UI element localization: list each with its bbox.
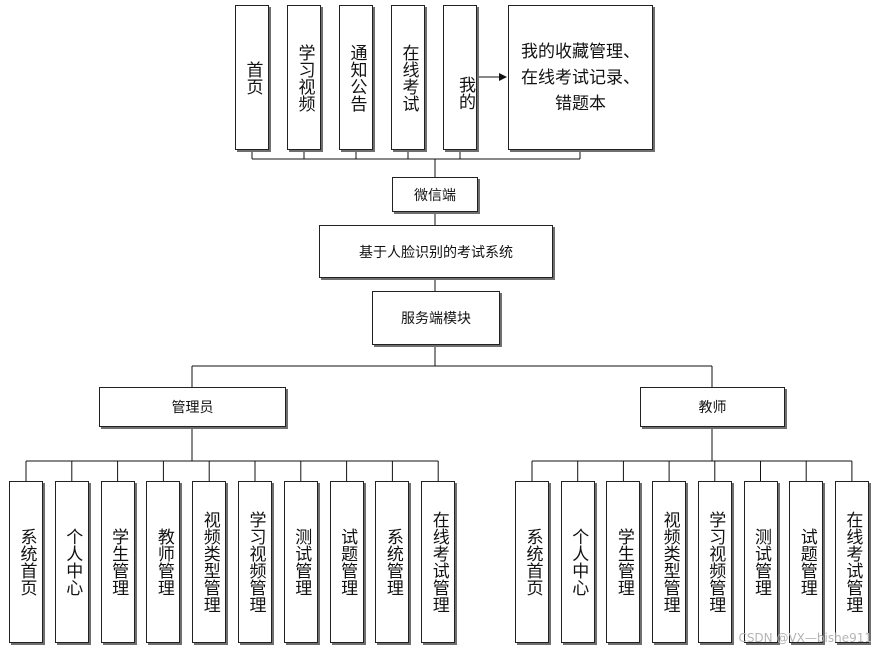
- admin-function-label: 学习视频管理: [245, 511, 266, 613]
- teacher-function-box: 学习视频管理: [697, 481, 732, 643]
- admin-function-label: 教师管理: [153, 528, 174, 596]
- teacher-function-box: 在线考试管理: [834, 481, 869, 643]
- teacher-function-box: 学生管理: [606, 481, 641, 643]
- system-label: 基于人脸识别的考试系统: [359, 244, 513, 261]
- admin-function-box: 在线考试管理: [421, 481, 456, 643]
- top-module-label: 首页: [242, 60, 263, 95]
- admin-function-box: 系统首页: [9, 481, 43, 643]
- watermark: CSDN @VX—bishe911: [738, 631, 872, 645]
- teacher-label: 教师: [698, 400, 727, 416]
- wechat-box: 微信端: [392, 177, 478, 212]
- admin-function-label: 系统首页: [16, 528, 37, 596]
- teacher-function-label: 试题管理: [796, 528, 817, 596]
- teacher-function-label: 系统首页: [522, 528, 543, 596]
- admin-function-box: 教师管理: [146, 481, 181, 643]
- admin-function-label: 在线考试管理: [428, 511, 449, 613]
- teacher-function-label: 学习视频管理: [705, 511, 726, 613]
- teacher-function-label: 在线考试管理: [842, 511, 863, 613]
- teacher-function-label: 学生管理: [613, 528, 634, 596]
- teacher-function-label: 测试管理: [751, 528, 771, 596]
- top-module-label: 我的: [455, 75, 475, 110]
- service-label: 服务端模块: [401, 311, 471, 327]
- admin-box: 管理员: [99, 387, 286, 427]
- admin-function-box: 视频类型管理: [192, 481, 227, 643]
- my-detail-label: 我的收藏管理、在线考试记录、错题本: [521, 41, 640, 114]
- service-box: 服务端模块: [372, 291, 500, 345]
- admin-function-box: 学生管理: [100, 481, 135, 643]
- top-module-online-exam: 在线考试: [391, 5, 425, 150]
- admin-function-label: 个人中心: [62, 528, 83, 596]
- teacher-function-box: 试题管理: [789, 481, 824, 643]
- teacher-function-box: 测试管理: [743, 481, 778, 643]
- top-module-label: 学习视频: [294, 43, 315, 112]
- top-module-home: 首页: [235, 5, 269, 150]
- admin-function-label: 系统管理: [382, 528, 403, 596]
- top-module-mine: 我的: [443, 5, 477, 150]
- admin-label: 管理员: [171, 400, 214, 416]
- top-module-notice: 通知公告: [339, 5, 373, 150]
- teacher-function-box: 系统首页: [515, 481, 549, 643]
- wechat-label: 微信端: [414, 187, 456, 204]
- my-detail-box: 我的收藏管理、在线考试记录、错题本: [508, 5, 653, 150]
- teacher-function-label: 个人中心: [568, 528, 589, 596]
- admin-function-label: 测试管理: [291, 528, 312, 596]
- admin-function-box: 试题管理: [329, 481, 364, 643]
- admin-function-label: 视频类型管理: [199, 511, 220, 613]
- teacher-function-label: 视频类型管理: [659, 511, 680, 613]
- teacher-function-box: 个人中心: [560, 481, 595, 643]
- admin-function-label: 试题管理: [337, 528, 358, 596]
- admin-function-box: 学习视频管理: [238, 481, 272, 643]
- admin-function-label: 学生管理: [108, 528, 129, 596]
- admin-function-box: 测试管理: [283, 481, 318, 643]
- top-module-label: 通知公告: [346, 43, 367, 112]
- top-module-study-video: 学习视频: [287, 5, 321, 150]
- teacher-box: 教师: [640, 387, 785, 427]
- top-module-label: 在线考试: [398, 43, 419, 112]
- admin-function-box: 个人中心: [54, 481, 89, 643]
- admin-function-box: 系统管理: [375, 481, 410, 643]
- teacher-function-box: 视频类型管理: [652, 481, 687, 643]
- system-box: 基于人脸识别的考试系统: [319, 225, 553, 278]
